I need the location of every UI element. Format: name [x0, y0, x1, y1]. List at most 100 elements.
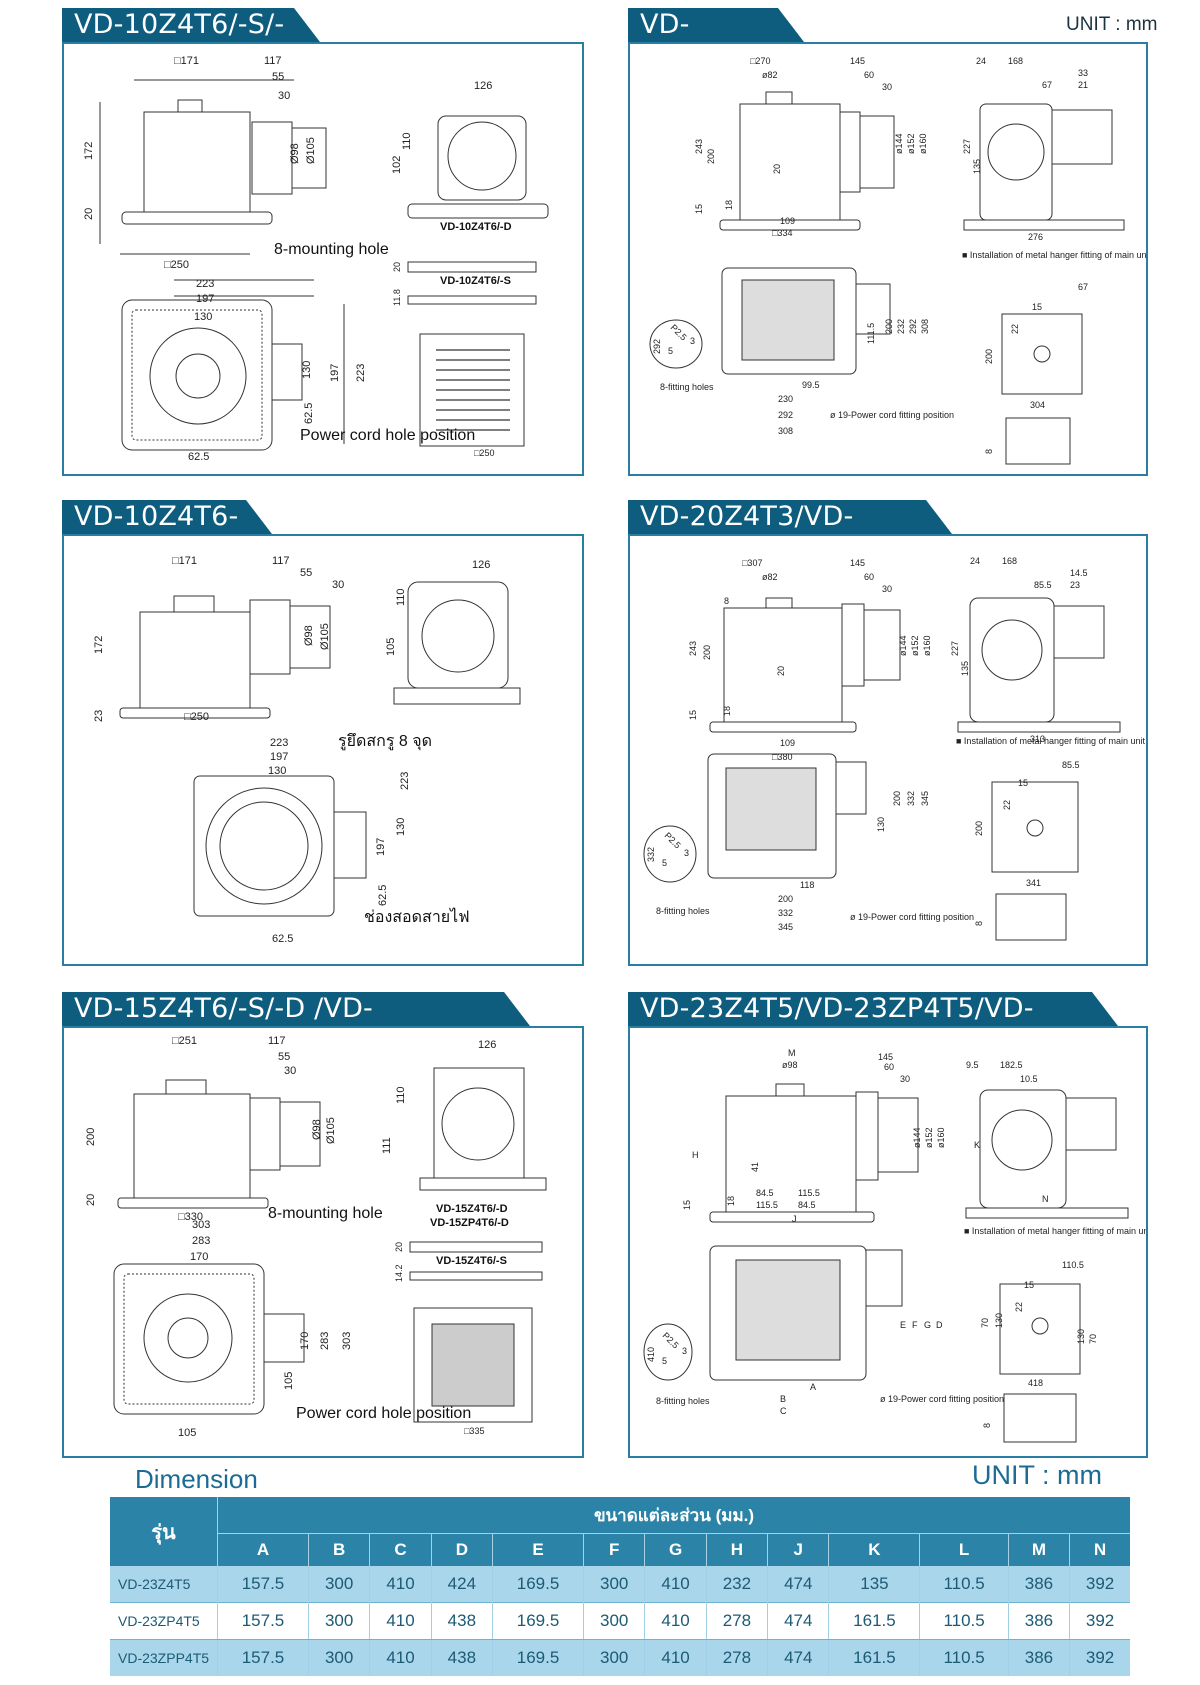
dim-label: 18	[722, 706, 732, 716]
dim-label: 30	[332, 579, 344, 591]
dim-label: 126	[474, 80, 492, 92]
dim-label: 20	[776, 666, 786, 676]
column-header: G	[644, 1533, 707, 1566]
dim-label: □251	[172, 1035, 197, 1047]
table-cell: 110.5	[919, 1602, 1009, 1640]
dim-label: 126	[478, 1039, 496, 1051]
dim-label: 30	[284, 1065, 296, 1077]
table-cell: 300	[583, 1566, 645, 1603]
dim-label: 21	[1078, 80, 1088, 90]
dim-label: 130	[268, 765, 286, 777]
dim-label: 15	[682, 1200, 692, 1210]
column-header: E	[492, 1533, 584, 1566]
dim-label: 23	[93, 710, 105, 722]
dim-label: 62.5	[377, 885, 389, 906]
dim-label: ø82	[762, 572, 778, 582]
dim-label: □250	[474, 448, 494, 458]
dim-label: 30	[882, 584, 892, 594]
dim-label: 223	[355, 364, 367, 382]
technical-drawing: □307 ø82 145 60 30 8 243 200 15 18 20 10…	[643, 556, 1146, 941]
table-cell: 169.5	[492, 1639, 584, 1676]
dim-label: 60	[864, 572, 874, 582]
table-cell: 386	[1007, 1639, 1070, 1676]
dim-label: 200	[884, 319, 894, 334]
dim-label: A	[810, 1382, 816, 1392]
dim-label: 105	[283, 1372, 295, 1390]
dim-label: 5	[662, 1356, 667, 1366]
drawing-panel-vd18z4t5: □270 ø82 145 60 30 243 200 15 18 20 109 …	[628, 42, 1148, 476]
dim-label: 99.5	[802, 380, 820, 390]
column-header: F	[583, 1533, 645, 1566]
unit-label: UNIT : mm	[1066, 14, 1158, 35]
dim-label: 135	[972, 159, 982, 174]
dim-label: C	[780, 1406, 787, 1416]
callout-label: ø 19-Power cord fitting position	[880, 1394, 1004, 1404]
dim-label: □330	[178, 1211, 203, 1223]
dim-label: 313	[1030, 734, 1045, 744]
dim-label: 200	[778, 894, 793, 904]
table-cell: 161.5	[828, 1602, 920, 1640]
panel-title: VD-20Z4T3/VD-20ZP4T5	[628, 500, 952, 566]
dim-label: 332	[906, 791, 916, 806]
dim-label: 15	[688, 710, 698, 720]
column-header: D	[430, 1533, 493, 1566]
dim-label: B	[780, 1394, 786, 1404]
dim-label: 304	[1030, 400, 1045, 410]
table-cell: 410	[644, 1602, 707, 1640]
dim-label: 197	[375, 838, 387, 856]
table-cell: 278	[705, 1639, 768, 1676]
table-row: VD-23Z4T5 157.5 300 410 424 169.5 300 41…	[110, 1566, 1130, 1603]
dim-label: 18	[726, 1196, 736, 1206]
drawing-panel-vd10z4t6: □171 117 55 30 172 20 □250 Ø98 Ø105 126 …	[62, 42, 584, 476]
dim-label: P2.5	[663, 830, 683, 850]
dim-label: 115.5	[798, 1188, 820, 1198]
column-header: M	[1007, 1533, 1070, 1566]
dim-label: 130	[994, 1313, 1004, 1328]
dim-label: 3	[684, 848, 689, 858]
dim-label: 126	[472, 559, 490, 571]
callout-label: Power cord hole position	[300, 427, 475, 444]
dim-label: ø152	[906, 133, 916, 154]
dim-label: 341	[1026, 878, 1041, 888]
dim-label: P2.5	[661, 1330, 681, 1350]
dim-label: 60	[864, 70, 874, 80]
model-cell: VD-23ZP4T5	[110, 1602, 218, 1640]
dim-label: 200	[892, 791, 902, 806]
callout-label: 8-mounting hole	[274, 241, 389, 258]
dim-label: 145	[850, 56, 865, 66]
table-cell: 135	[828, 1566, 920, 1603]
dim-label: 232	[896, 319, 906, 334]
dim-label: 8	[982, 1423, 992, 1428]
dim-label: Ø105	[325, 1117, 337, 1144]
dim-label: Ø98	[303, 625, 315, 646]
dim-label: 15	[694, 204, 704, 214]
dim-label: 30	[278, 90, 290, 102]
dim-label: 20	[83, 208, 95, 220]
callout-label: ช่องสอดสายไฟ	[364, 907, 470, 926]
dim-label: 145	[850, 558, 865, 568]
dim-label: 11.8	[392, 289, 402, 306]
callout-label: รูยึดสกรู 8 จุด	[338, 733, 432, 751]
panel-title: VD-23Z4T5/VD-23ZP4T5/VD-23ZPP4T5	[628, 992, 1118, 1058]
table-cell: 386	[1007, 1566, 1070, 1603]
dim-label: 200	[85, 1128, 97, 1146]
dim-label: 130	[301, 361, 313, 379]
dim-label: 10.5	[1020, 1074, 1038, 1084]
dim-label: 30	[882, 82, 892, 92]
dim-label: 197	[196, 293, 214, 305]
dim-label: □171	[174, 55, 199, 67]
dim-label: □380	[772, 752, 792, 762]
table-cell: 157.5	[217, 1639, 309, 1676]
dim-label: ø152	[910, 635, 920, 656]
dim-label: 182.5	[1000, 1060, 1023, 1070]
column-header: A	[217, 1533, 309, 1566]
dim-label: 8	[984, 449, 994, 454]
table-cell: 392	[1069, 1639, 1130, 1676]
dim-label: 130	[876, 817, 886, 832]
technical-drawing: □171 117 55 30 172 23 □250 Ø98 Ø105 126 …	[93, 555, 521, 945]
dim-label: 55	[278, 1051, 290, 1063]
dim-label: 20	[394, 1242, 404, 1252]
dim-label: ø144	[898, 635, 908, 656]
table-cell: 300	[307, 1566, 370, 1603]
variant-label: VD-10Z4T6/-D	[440, 221, 512, 233]
